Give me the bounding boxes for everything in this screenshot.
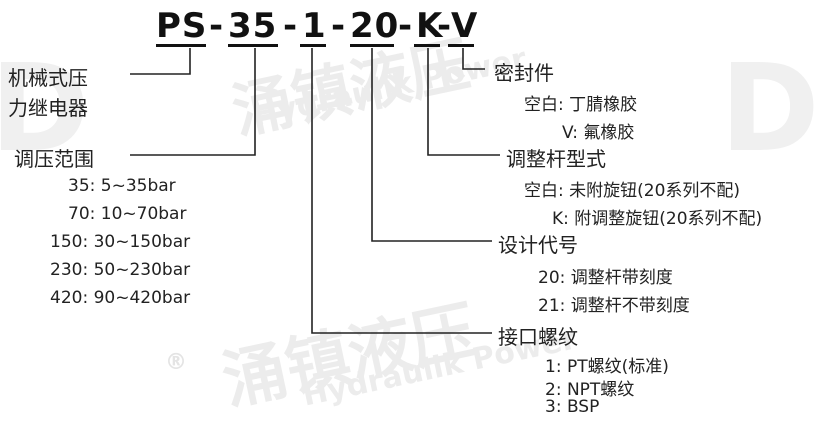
port-option-2: 2: NPT螺纹 — [545, 380, 635, 400]
type-label-line2: 力继电器 — [8, 96, 88, 120]
code-underline-port — [300, 44, 326, 47]
code-segment-pressure: 35 — [228, 6, 278, 46]
code-underline-rod — [414, 44, 440, 47]
code-underline-design — [350, 44, 394, 47]
pressure-option-70: 70: 10~70bar — [68, 204, 187, 224]
connector-design — [371, 48, 492, 242]
code-underline-seal — [448, 44, 474, 47]
connector-type — [130, 48, 191, 75]
pressure-range-label: 调压范围 — [14, 147, 94, 171]
code-segment-ps: PS — [156, 6, 208, 46]
code-dash-2: - — [283, 6, 299, 46]
code-segment-rod: K — [416, 6, 444, 46]
pressure-option-420: 420: 90~420bar — [50, 288, 191, 308]
connector-pressure — [130, 48, 256, 156]
type-label-line1: 机械式压 — [8, 66, 88, 90]
code-underline-pressure — [228, 44, 278, 47]
design-code-label: 设计代号 — [498, 233, 578, 257]
port-thread-label: 接口螺纹 — [498, 325, 578, 349]
code-dash-1: - — [209, 6, 225, 46]
design-option-21: 21: 调整杆不带刻度 — [538, 296, 690, 316]
design-option-20: 20: 调整杆带刻度 — [538, 268, 673, 288]
connector-rod — [427, 48, 500, 156]
connector-port — [311, 48, 492, 334]
port-option-3: 3: BSP — [545, 397, 600, 417]
code-segment-design: 20 — [350, 6, 400, 46]
code-segment-port: 1 — [302, 6, 327, 46]
port-option-1: 1: PT螺纹(标准) — [545, 357, 669, 377]
pressure-option-230: 230: 50~230bar — [50, 260, 191, 280]
code-segment-seal: V — [451, 6, 479, 46]
connector-seal — [462, 48, 485, 70]
rod-option-k: K: 附调整旋钮(20系列不配) — [552, 209, 763, 229]
code-dash-4: - — [398, 6, 414, 46]
pressure-option-150: 150: 30~150bar — [50, 232, 191, 252]
code-dash-3: - — [331, 6, 347, 46]
rod-type-label: 调整杆型式 — [506, 147, 606, 171]
code-underline-ps — [156, 44, 206, 47]
code-dash-5: - — [437, 6, 453, 46]
seal-option-blank: 空白: 丁腈橡胶 — [524, 95, 638, 115]
rod-option-blank: 空白: 未附旋钮(20系列不配) — [524, 181, 741, 201]
seal-option-v: V: 氟橡胶 — [562, 123, 635, 143]
pressure-option-35: 35: 5~35bar — [68, 176, 176, 196]
seal-label: 密封件 — [494, 61, 554, 85]
